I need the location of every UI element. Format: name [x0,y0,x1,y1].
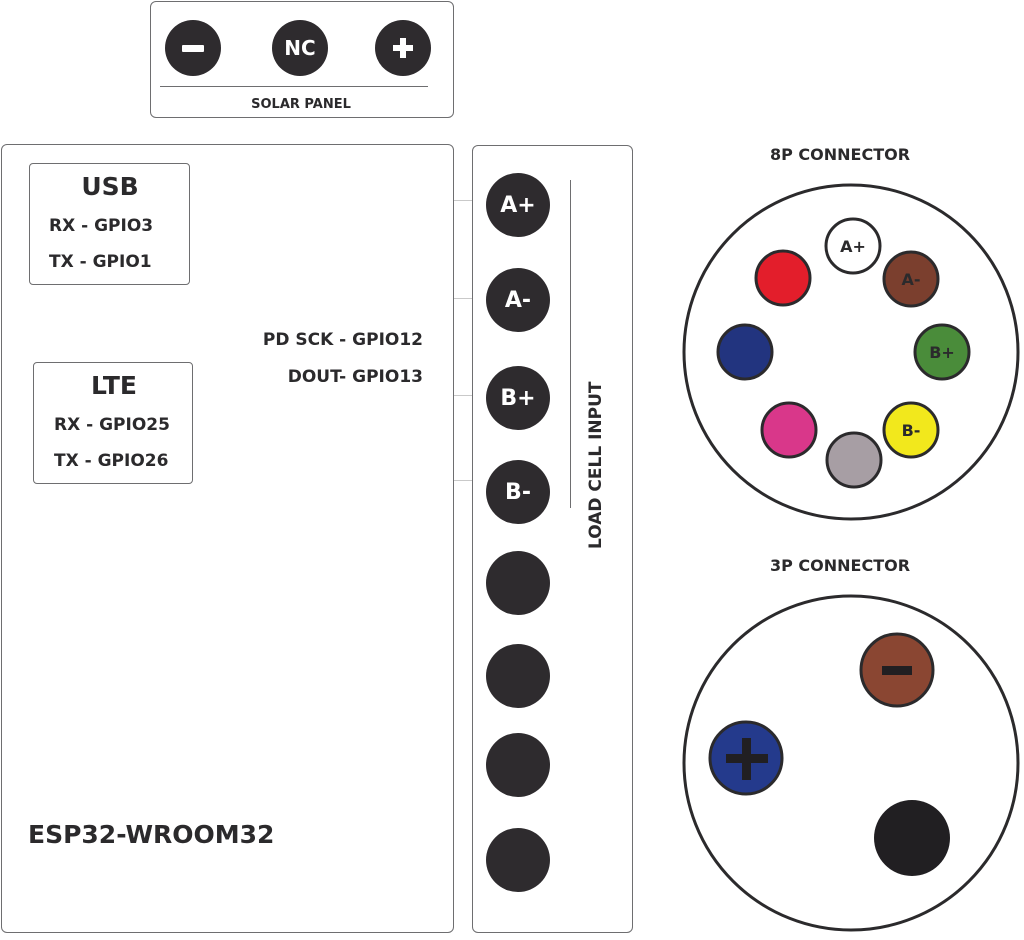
usb-tx-line: TX - GPIO1 [49,252,152,272]
pin-8p-bottom [825,431,883,489]
pin-8p-label: B- [902,421,921,440]
terminal-a-minus: A- [486,268,550,332]
terminal-unlabeled [486,828,550,892]
pin-8p-right: B+ [913,323,971,381]
terminal-b-minus: B- [486,460,550,524]
terminal-label: NC [284,36,316,60]
plus-icon [393,38,413,58]
lte-tx-line: TX - GPIO26 [54,451,169,471]
plus-icon [726,738,768,780]
lte-rx-line: RX - GPIO25 [54,415,170,435]
minus-icon [882,666,912,675]
connector-3p-title: 3P CONNECTOR [769,556,911,575]
minus-icon [182,44,204,52]
solar-divider [160,86,428,87]
terminal-label: B- [505,479,531,505]
pin-3p-ground [874,800,950,876]
esp32-title: ESP32-WROOM32 [28,820,275,849]
pin-3p-minus [859,632,935,708]
pin-8p-circle [716,323,774,381]
pin-8p-label: B+ [929,343,955,362]
pin-8p-top-left [754,249,812,307]
terminal-unlabeled [486,551,550,615]
solar-panel-box: NC SOLAR PANEL [150,1,454,118]
wire-b-plus [454,395,473,396]
terminal-b-plus: B+ [486,366,550,430]
esp32-board: USB RX - GPIO3 TX - GPIO1 LTE RX - GPIO2… [1,144,454,933]
pin-8p-top-right: A- [882,250,940,308]
dout-pin: DOUT- GPIO13 [287,367,423,387]
pin-3p-plus [708,720,784,796]
pd-sck-pin: PD SCK - GPIO12 [262,330,423,350]
connector-3p [682,594,1020,932]
terminal-label: A- [504,287,532,313]
pin-8p-bottom-left [760,401,818,459]
connector-8p: A+ A- B+ B- [682,183,1020,521]
solar-nc-terminal: NC [272,20,328,76]
usb-box: USB RX - GPIO3 TX - GPIO1 [29,163,190,285]
lte-box: LTE RX - GPIO25 TX - GPIO26 [33,362,193,484]
pin-8p-top: A+ [824,217,882,275]
usb-title: USB [81,172,139,201]
wire-a-plus [454,200,473,201]
pin-8p-circle [760,401,818,459]
wire-a-minus [454,298,473,299]
load-cell-input-box: A+ A- B+ B- LOAD CELL INPUT [472,145,633,933]
terminal-unlabeled [486,733,550,797]
connector-8p-title: 8P CONNECTOR [769,145,911,164]
pin-8p-circle [913,323,971,381]
terminal-label: A+ [500,192,536,218]
pin-8p-label: A- [901,270,920,289]
lte-title: LTE [91,371,137,400]
pin-8p-circle [882,401,940,459]
pin-8p-bottom-right: B- [882,401,940,459]
terminal-label: B+ [500,385,536,411]
wire-b-minus [454,480,473,481]
terminal-unlabeled [486,644,550,708]
pin-8p-circle [824,217,882,275]
pin-8p-circle [882,250,940,308]
load-cell-bracket [570,180,571,508]
solar-panel-title: SOLAR PANEL [251,97,351,112]
pin-8p-circle [754,249,812,307]
usb-rx-line: RX - GPIO3 [49,216,154,236]
pin-8p-circle [825,431,883,489]
terminal-a-plus: A+ [486,173,550,237]
pin-8p-left [716,323,774,381]
pin-8p-label: A+ [840,237,866,256]
load-cell-input-title: LOAD CELL INPUT [586,381,606,550]
solar-plus-terminal [375,20,431,76]
solar-minus-terminal [165,20,221,76]
